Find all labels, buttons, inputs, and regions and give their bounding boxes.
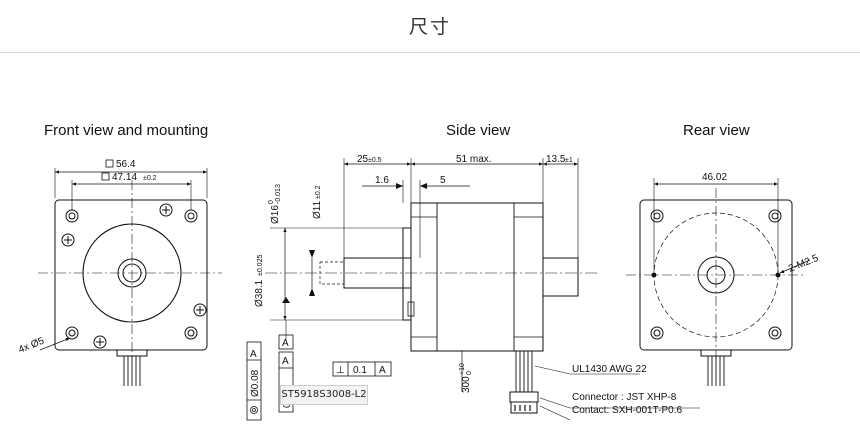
dim-flat-label: 1.6: [375, 175, 389, 186]
dim-pitch-tol-label: ±0.2: [143, 175, 157, 182]
connector-spec-label: Connector : JST XHP-8: [572, 392, 677, 403]
front-view: [38, 159, 222, 386]
runout-datum: A: [282, 356, 289, 367]
dim-pitch-label: 47.14: [112, 172, 137, 183]
rear-view: [626, 178, 811, 386]
side-view-heading: Side view: [446, 122, 511, 139]
perpendicularity-symbol: ⊥: [336, 365, 345, 376]
datum-a-label: A: [282, 338, 289, 349]
dim-rear-holes-label: 46.02: [702, 172, 727, 183]
side-lead-wires: [515, 351, 533, 392]
front-mounting-hole: [184, 209, 198, 223]
rear-center-line: [626, 188, 806, 362]
thread-leader: [779, 259, 811, 274]
dim-flat-dia-label: Ø11: [312, 200, 323, 219]
dim-shaft-len-label: 25: [357, 154, 369, 165]
dim-outer-label: 56.4: [116, 159, 136, 170]
dim-shaft-len-tol-label: ±0.5: [368, 157, 382, 164]
front-lead-wires: [123, 356, 141, 386]
front-screw-icon: [159, 203, 173, 217]
front-mounting-hole: [65, 209, 79, 223]
front-mounting-hole: [65, 326, 79, 340]
dim-shaft-dia-upper: 0: [268, 200, 275, 204]
concentricity-datum: A: [250, 349, 257, 360]
dim-pilot-tol: ±0.025: [257, 255, 264, 276]
part-number-label: ST5918S3008-L2: [280, 385, 368, 405]
front-screw-icon: [93, 335, 107, 349]
lead-len-upper: +10: [459, 363, 466, 375]
perpendicularity-value: 0.1: [353, 365, 367, 376]
concentricity-frame: [246, 341, 262, 421]
rear-mounting-hole: [650, 326, 664, 340]
rear-mounting-hole: [650, 209, 664, 223]
perpendicularity-datum: A: [379, 365, 386, 376]
dim-flat-dia-tol: ±0.2: [315, 185, 322, 199]
dim-pilot-label: Ø38.1: [254, 279, 265, 307]
dim-shaft-dia-label: Ø16: [270, 205, 281, 224]
rear-view-heading: Rear view: [683, 122, 750, 139]
holes-label: 4x Ø5: [17, 335, 46, 355]
datum-a-box: [278, 334, 294, 350]
front-screw-icon: [61, 233, 75, 247]
wire-spec-label: UL1430 AWG 22: [572, 364, 647, 375]
page-title: 尺寸: [408, 16, 451, 38]
front-view-heading: Front view and mounting: [44, 122, 209, 139]
lead-len-label: 300: [461, 376, 472, 393]
dim-rear-shaft-label: 13.5: [546, 154, 566, 165]
lead-len-lower: 0: [466, 371, 473, 375]
perpendicularity-frame: [332, 361, 392, 377]
rear-lead-wires: [707, 356, 725, 386]
motor-body: [410, 202, 544, 352]
title-divider: [0, 52, 860, 53]
front-screw-icon: [193, 303, 207, 317]
concentricity-value: Ø0.08: [250, 369, 261, 397]
dim-body-label: 51 max.: [456, 154, 492, 165]
rear-shaft-side: [542, 257, 579, 297]
front-mounting-hole: [184, 326, 198, 340]
side-view: [246, 158, 700, 421]
dim-rear-shaft-tol-label: ±1: [565, 157, 573, 164]
rear-mounting-hole: [768, 209, 782, 223]
dim-flat-len-label: 5: [440, 175, 446, 186]
dim-shaft-dia-lower: -0.013: [275, 184, 282, 204]
runout-frame: [278, 351, 294, 413]
hole-leader: [39, 337, 71, 351]
pilot-boss-side: [402, 227, 412, 321]
jst-connector: [509, 391, 539, 403]
front-flange: [54, 199, 208, 351]
front-center-line: [38, 180, 222, 362]
rear-mounting-hole: [768, 326, 782, 340]
contact-spec-label: Contact: SXH-001T-P0.6: [572, 405, 682, 416]
